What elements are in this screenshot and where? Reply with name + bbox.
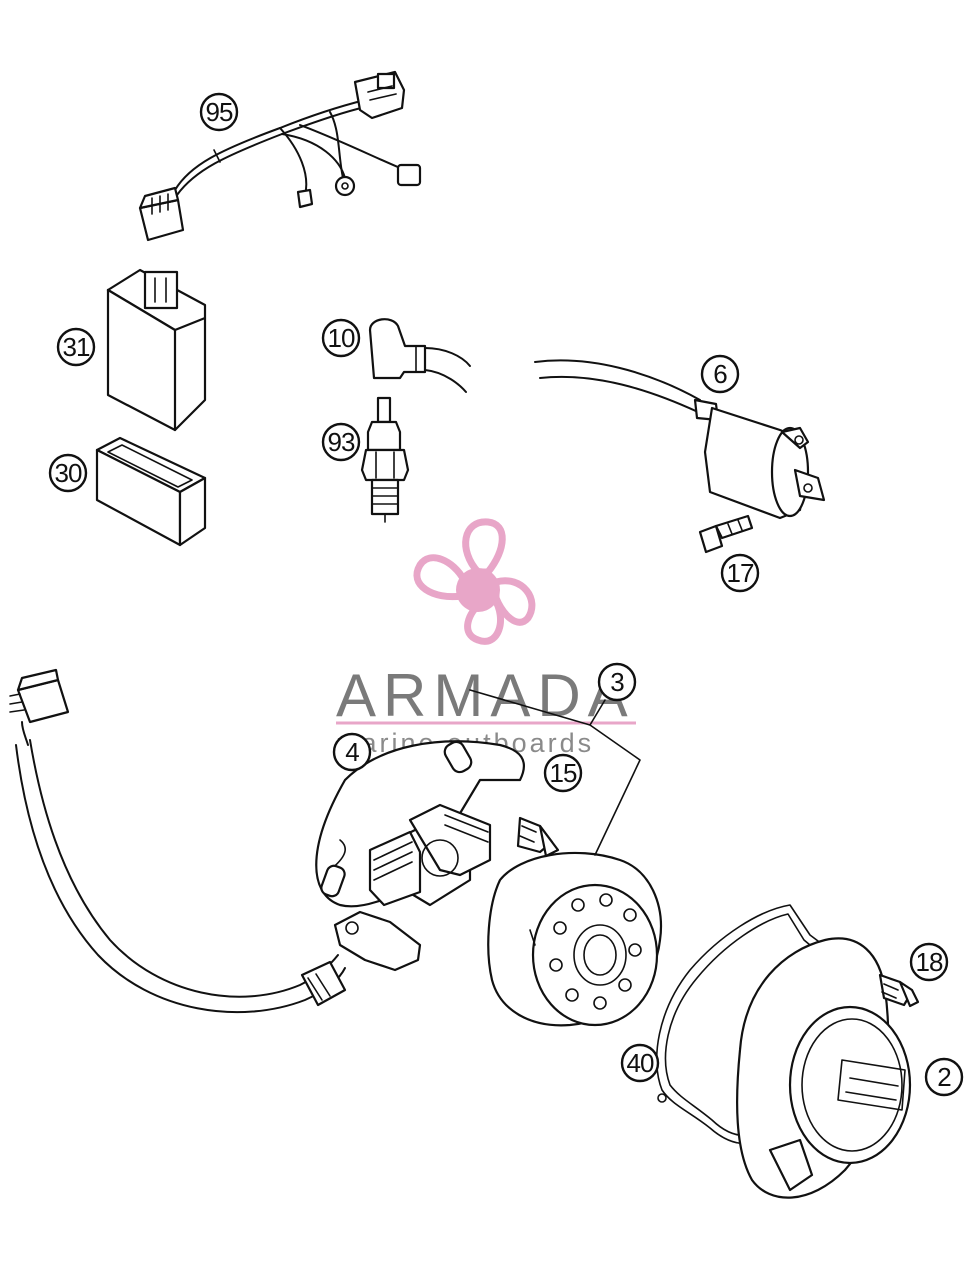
callout-6: 6	[700, 354, 740, 394]
callout-31: 31	[56, 327, 96, 367]
part-wiring-harness	[138, 70, 422, 242]
part-rotor-bolt	[516, 816, 560, 858]
svg-text:6: 6	[713, 359, 727, 389]
callout-40: 40	[620, 1043, 660, 1083]
callout-18: 18	[909, 942, 949, 982]
part-ignition-cover	[736, 937, 912, 1199]
svg-text:4: 4	[345, 737, 359, 767]
callout-15: 15	[543, 753, 583, 793]
svg-text:2: 2	[937, 1062, 951, 1092]
callout-3: 3	[597, 662, 637, 702]
part-cdi-holder	[95, 436, 207, 547]
callout-2: 2	[924, 1057, 964, 1097]
svg-text:17: 17	[727, 558, 754, 588]
svg-text:93: 93	[328, 427, 355, 457]
callout-93: 93	[321, 422, 361, 462]
callout-30: 30	[48, 453, 88, 493]
part-ignition-coil	[693, 398, 826, 520]
callout-4: 4	[332, 732, 372, 772]
part-ignition-cable	[534, 359, 701, 413]
svg-text:18: 18	[916, 947, 943, 977]
part-cdi-unit	[106, 268, 207, 432]
svg-text:31: 31	[63, 332, 90, 362]
propeller-icon	[413, 518, 536, 645]
svg-text:10: 10	[328, 323, 355, 353]
callout-17: 17	[720, 553, 760, 593]
part-stator	[9, 668, 526, 1014]
svg-text:30: 30	[55, 458, 82, 488]
part-spark-plug	[360, 396, 410, 523]
svg-text:40: 40	[627, 1048, 654, 1078]
part-rotor	[487, 851, 662, 1027]
svg-text:3: 3	[610, 667, 624, 697]
callout-95: 95	[199, 92, 239, 132]
part-coil-bolt	[698, 514, 754, 554]
svg-text:95: 95	[206, 97, 233, 127]
watermark-word: ARMADA	[336, 662, 635, 729]
part-cover-screw	[878, 973, 920, 1008]
svg-text:15: 15	[550, 758, 577, 788]
callout-10: 10	[321, 318, 361, 358]
part-spark-plug-cap	[368, 318, 471, 393]
